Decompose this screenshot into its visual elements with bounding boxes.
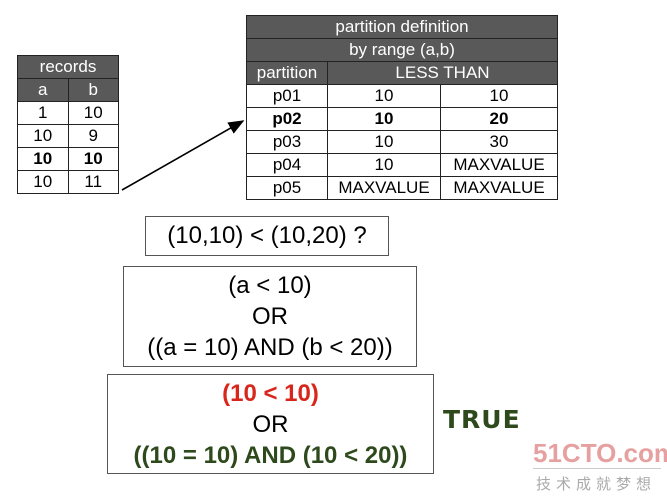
cell: 10 (327, 130, 441, 154)
condition-line: OR (252, 303, 288, 330)
evaluation-true-line: ((10 = 10) AND (10 < 20)) (133, 442, 408, 469)
condition-box: (a < 10) OR ((a = 10) AND (b < 20)) (123, 266, 417, 367)
watermark-logo-text: 51CTO.com (533, 438, 667, 468)
cell: 20 (440, 107, 558, 131)
watermark-slogan: 技术成就梦想 (536, 476, 657, 493)
partition-subtitle: by range (a,b) (246, 38, 558, 62)
condition-line: (a < 10) (228, 272, 312, 299)
evaluation-false-line: (10 < 10) (222, 380, 319, 407)
question-text: (10,10) < (10,20) ? (167, 222, 367, 249)
question-box: (10,10) < (10,20) ? (145, 216, 389, 256)
cell: 10 (440, 84, 558, 108)
evaluation-box: (10 < 10) OR ((10 = 10) AND (10 < 20)) (107, 374, 434, 474)
cell: p05 (246, 176, 328, 200)
cell: MAXVALUE (327, 176, 441, 200)
partition-table: partition definition by range (a,b) part… (246, 15, 558, 200)
cell: 10 (17, 124, 69, 148)
cell: MAXVALUE (440, 176, 558, 200)
cell: 10 (17, 147, 69, 171)
condition-line: ((a = 10) AND (b < 20)) (147, 334, 393, 361)
evaluation-line: OR (252, 411, 289, 438)
cell: 11 (67, 170, 119, 194)
result-label: TRUE (443, 405, 521, 434)
cell: p04 (246, 153, 328, 177)
records-title: records (17, 55, 119, 79)
cell: 10 (327, 153, 441, 177)
cell: 10 (67, 101, 119, 125)
cell: p01 (246, 84, 328, 108)
watermark-logo: 51CTO.com (533, 438, 667, 469)
col-less-than: LESS THAN (327, 61, 558, 85)
cell: 10 (17, 170, 69, 194)
cell: 10 (67, 147, 119, 171)
